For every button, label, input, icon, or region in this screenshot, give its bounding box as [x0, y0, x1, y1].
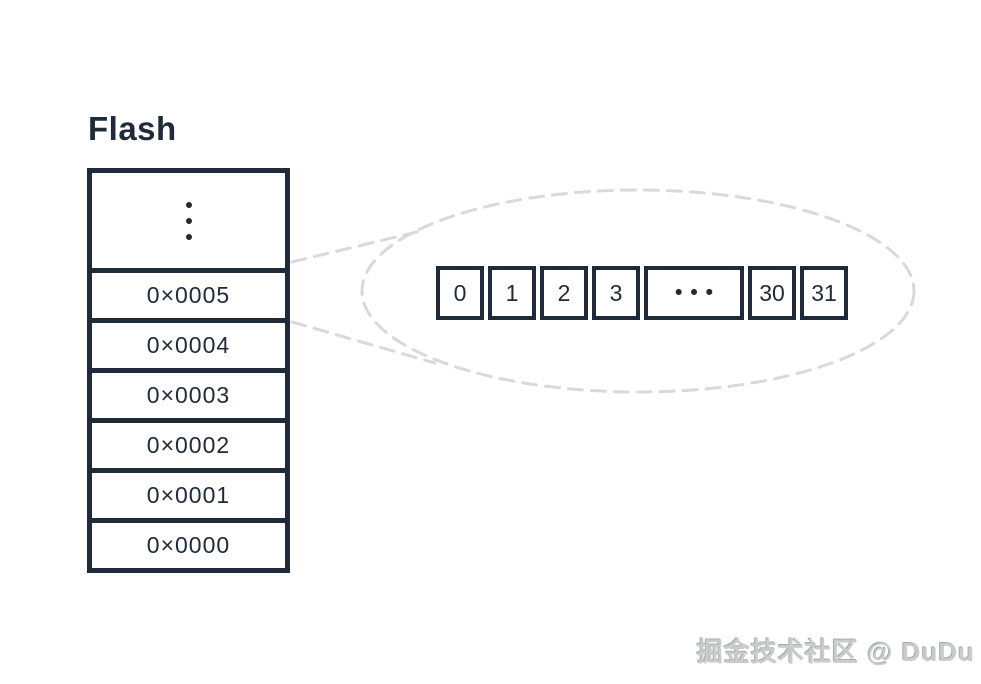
word-cell-30: 30 [748, 266, 796, 320]
page-title: Flash [88, 110, 177, 147]
vertical-ellipsis-icon [185, 217, 192, 224]
vertical-ellipsis-icon [185, 201, 192, 208]
memory-cell-0x0003: 0×0003 [92, 368, 285, 418]
memory-cell-0x0002: 0×0002 [92, 418, 285, 468]
memory-cell-0x0004: 0×0004 [92, 318, 285, 368]
memory-cell-0x0005: 0×0005 [92, 268, 285, 318]
watermark: 掘金技术社区 @ DuDu [696, 637, 975, 667]
word-cell-3: 3 [592, 266, 640, 320]
magnifier-line-bottom [290, 320, 437, 365]
flash-memory-stack: 0×0005 0×0004 0×0003 0×0002 0×0001 0×000… [87, 168, 290, 573]
memory-cell-0x0001: 0×0001 [92, 468, 285, 518]
word-bit-row: 0 1 2 3 ••• 30 31 [436, 266, 848, 320]
memory-cell-0x0000: 0×0000 [92, 518, 285, 568]
magnifier-line-top [290, 228, 427, 264]
word-cell-31: 31 [800, 266, 848, 320]
vertical-ellipsis-icon [185, 233, 192, 240]
word-cell-1: 1 [488, 266, 536, 320]
memory-cell-ellipsis [92, 173, 285, 268]
word-cell-2: 2 [540, 266, 588, 320]
word-cell-0: 0 [436, 266, 484, 320]
word-cell-ellipsis: ••• [644, 266, 744, 320]
